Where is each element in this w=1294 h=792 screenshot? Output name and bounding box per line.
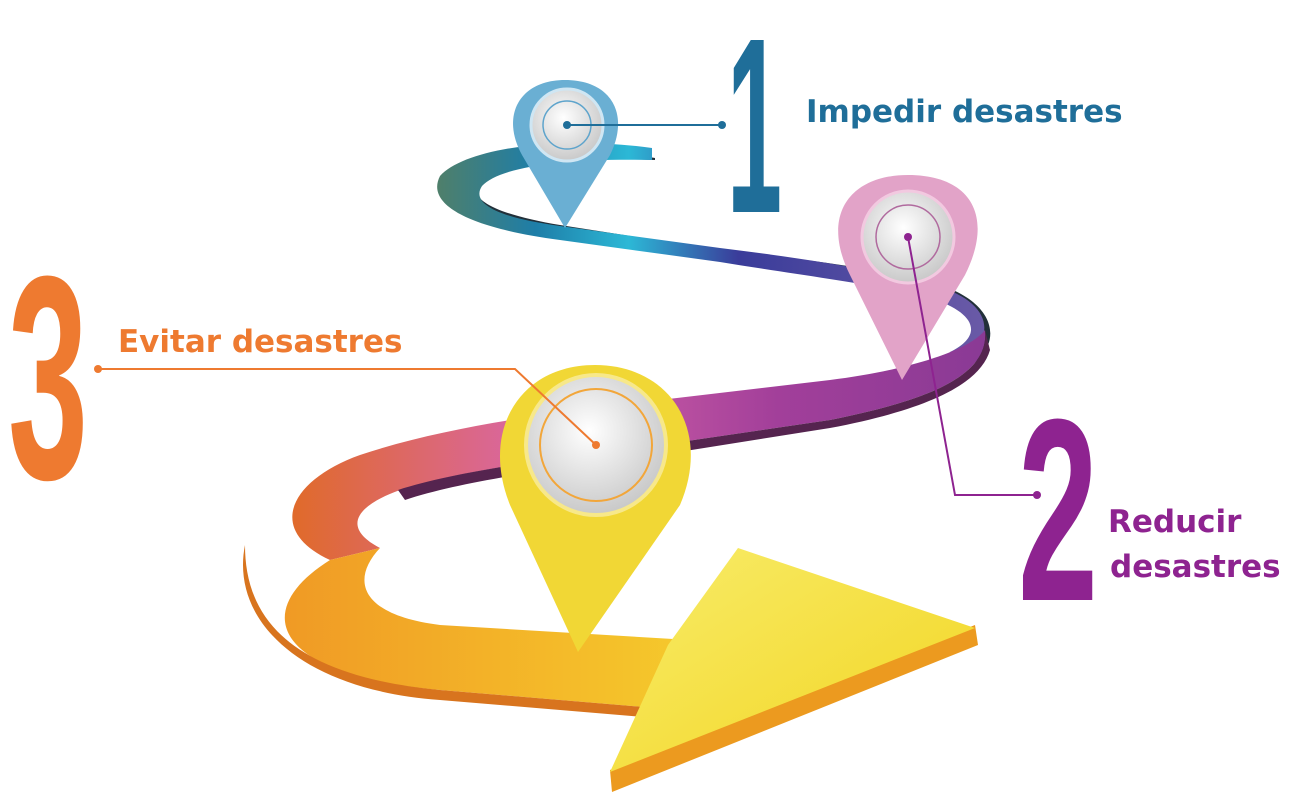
arrow-head-face: [610, 548, 975, 772]
step-3-number: 3: [8, 216, 88, 540]
step-1-number: 1: [727, 0, 782, 265]
leader-3: [94, 365, 600, 449]
arrow-head-side: [610, 625, 978, 792]
road-bottom: [284, 548, 690, 710]
step-1-label: Impedir desastres: [806, 94, 1123, 130]
step-3-label: Evitar desastres: [118, 324, 402, 360]
arrow-head: [610, 548, 978, 792]
pin-1: [513, 80, 619, 228]
road-mid-edge: [398, 330, 990, 500]
step-2-label-line1: Reducir: [1108, 504, 1242, 540]
road-bottom-edge: [243, 545, 680, 720]
step-2-label-line2: desastres: [1110, 549, 1281, 585]
pin-3: [499, 365, 691, 652]
road-top: [437, 142, 985, 360]
leader-1: [563, 121, 726, 129]
leader-2: [904, 233, 1041, 499]
step-2-number: 2: [1018, 366, 1098, 656]
